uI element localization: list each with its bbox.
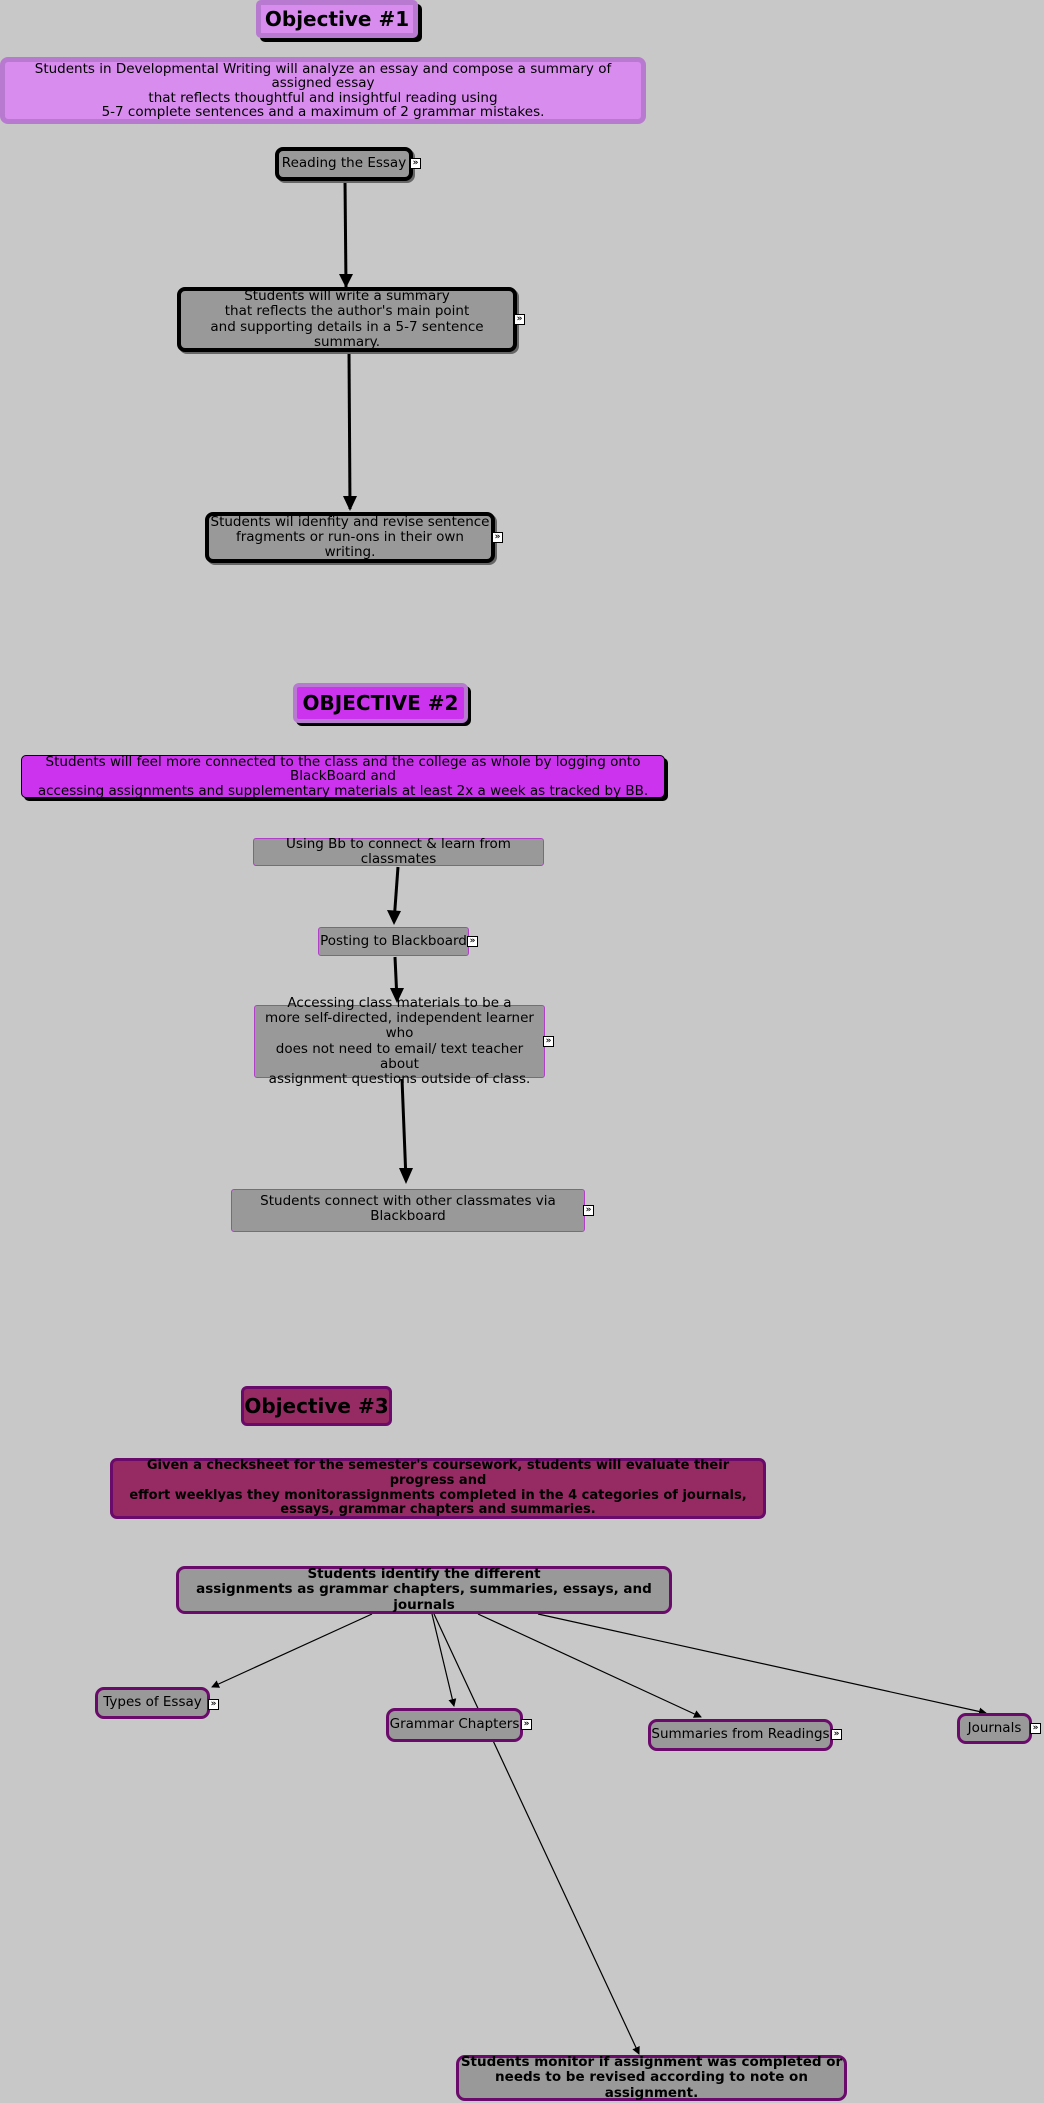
arrow-accessing-to-connect <box>400 1078 408 1181</box>
arrow-identify-to-monitor <box>433 1613 640 2055</box>
arrowhead <box>399 1168 413 1184</box>
double-chevron-right-icon[interactable]: » <box>467 936 478 947</box>
objective2-statement[interactable]: Students will feel more connected to the… <box>21 755 665 798</box>
arrow-reading-to-summary <box>343 179 348 288</box>
objective1-title[interactable]: Objective #1 <box>256 0 418 38</box>
arrow-identify-to-summaries <box>477 1613 702 1718</box>
arrow-usingbb-to-posting <box>392 866 400 923</box>
concept-identify-assignments[interactable]: Students identify the different assignme… <box>176 1566 672 1614</box>
concept-accessing-materials[interactable]: Accessing class materials to be a more s… <box>254 996 545 1086</box>
arrow-identify-to-types <box>211 1613 373 1688</box>
concept-monitor-assignments[interactable]: Students monitor if assignment was compl… <box>456 2055 847 2101</box>
double-chevron-right-icon[interactable]: » <box>492 532 503 543</box>
concept-write-summary[interactable]: Students will write a summary that refle… <box>177 287 517 352</box>
concept-journals[interactable]: Journals <box>957 1713 1032 1744</box>
arrowhead <box>339 274 353 288</box>
double-chevron-right-icon[interactable]: » <box>514 314 525 325</box>
arrow-posting-to-accessing <box>393 956 399 1001</box>
concept-grammar-chapters[interactable]: Grammar Chapters <box>386 1708 523 1742</box>
double-chevron-right-icon[interactable]: » <box>583 1205 594 1216</box>
arrow-summary-to-revise <box>347 350 352 510</box>
double-chevron-right-icon[interactable]: » <box>831 1729 842 1740</box>
concept-reading-the-essay[interactable]: Reading the Essay <box>275 147 413 181</box>
concept-using-bb[interactable]: Using Bb to connect & learn from classma… <box>253 836 544 867</box>
double-chevron-right-icon[interactable]: » <box>208 1699 219 1710</box>
arrow-identify-to-grammar <box>431 1613 457 1707</box>
concept-connect-classmates[interactable]: Students connect with other classmates v… <box>231 1189 585 1232</box>
double-chevron-right-icon[interactable]: » <box>521 1719 532 1730</box>
concept-types-of-essay[interactable]: Types of Essay <box>95 1687 210 1719</box>
objective1-statement[interactable]: Students in Developmental Writing will a… <box>0 57 646 124</box>
arrow-identify-to-journals <box>537 1613 987 1716</box>
double-chevron-right-icon[interactable]: » <box>1030 1723 1041 1734</box>
concept-posting-blackboard[interactable]: Posting to Blackboard <box>318 927 469 956</box>
objective2-title[interactable]: OBJECTIVE #2 <box>293 683 468 723</box>
arrowhead <box>343 496 357 511</box>
objective3-statement[interactable]: Given a checksheet for the semester's co… <box>110 1458 766 1519</box>
arrowhead <box>387 910 401 925</box>
concept-identify-revise[interactable]: Students wil idenfity and revise sentenc… <box>205 512 495 563</box>
double-chevron-right-icon[interactable]: » <box>410 158 421 169</box>
double-chevron-right-icon[interactable]: » <box>543 1036 554 1047</box>
concept-summaries-readings[interactable]: Summaries from Readings <box>648 1719 833 1751</box>
objective3-title[interactable]: Objective #3 <box>241 1386 392 1426</box>
